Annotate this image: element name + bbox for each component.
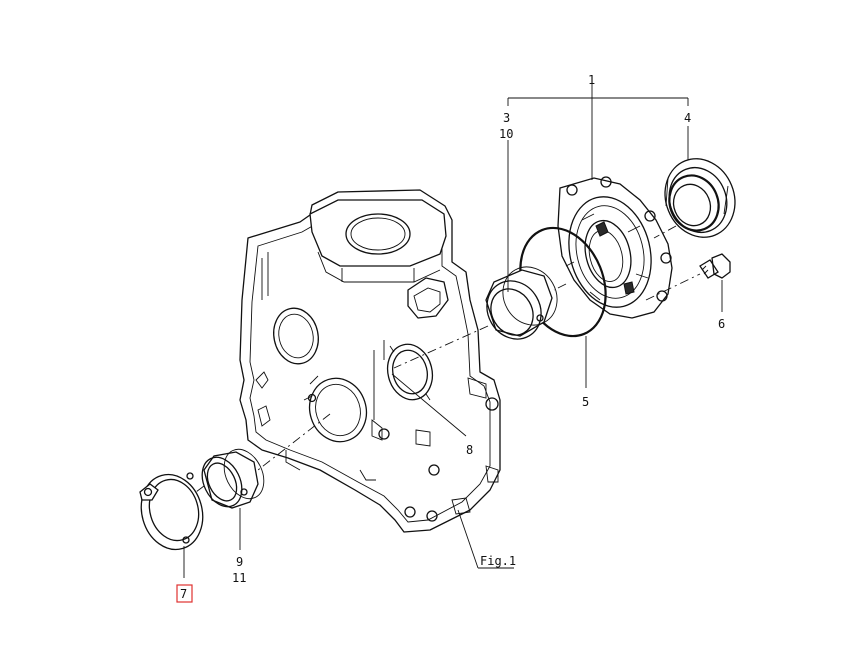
callout-bracket-1 [507, 84, 689, 180]
callout-3[interactable]: 3 [503, 111, 510, 125]
leader-8 [391, 373, 467, 437]
callout-6[interactable]: 6 [718, 317, 725, 331]
part-1-seal-case [557, 176, 673, 319]
callout-8[interactable]: 8 [466, 443, 473, 457]
part-9-bushing [201, 448, 265, 509]
centerline-lower-a [257, 413, 331, 471]
centerline-upper-a [393, 325, 489, 369]
callout-10[interactable]: 10 [499, 127, 513, 141]
part-4-oil-seal [664, 158, 736, 238]
part-6-bolt [699, 253, 731, 279]
centerline-upper-b [553, 283, 567, 291]
highlight-box-7 [176, 584, 193, 603]
centerline-seal [653, 225, 677, 239]
gear-case-housing [239, 189, 501, 533]
fig-reference-label[interactable]: Fig.1 [480, 554, 516, 568]
callout-1[interactable]: 1 [588, 73, 595, 87]
fig-reference-leader [457, 509, 514, 569]
part-3-bushing [485, 266, 558, 340]
callout-9[interactable]: 9 [236, 555, 243, 569]
part-7-plate [139, 472, 204, 551]
part-8-seal-ring [386, 343, 434, 401]
callout-5[interactable]: 5 [582, 395, 589, 409]
centerline-lower-b [195, 485, 205, 493]
callout-11[interactable]: 11 [232, 571, 246, 585]
callout-4[interactable]: 4 [684, 111, 691, 125]
callout-7[interactable]: 7 [180, 587, 187, 601]
